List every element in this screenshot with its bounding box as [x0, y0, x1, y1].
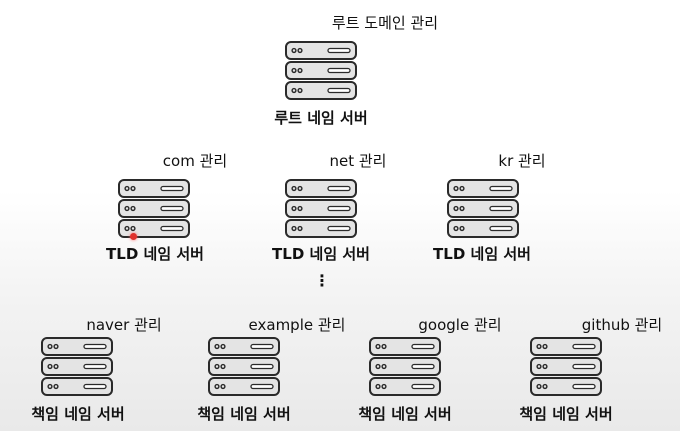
tld-domain-label-kr: kr 관리 [498, 152, 546, 170]
vertical-ellipsis: ⋮ [314, 271, 330, 290]
mouse-cursor-marker [130, 233, 137, 240]
auth-server-label-example: 책임 네임 서버 [197, 405, 291, 423]
tld-server-label-kr: TLD 네임 서버 [433, 245, 531, 263]
tld-server-icon-kr [446, 178, 520, 240]
auth-server-label-github: 책임 네임 서버 [519, 405, 613, 423]
root-server-icon [284, 40, 358, 102]
tld-server-label-net: TLD 네임 서버 [272, 245, 370, 263]
auth-server-icon-google [368, 336, 442, 398]
tld-domain-label-com: com 관리 [162, 152, 228, 170]
root-server-label: 루트 네임 서버 [274, 109, 368, 127]
tld-server-label-com: TLD 네임 서버 [106, 245, 204, 263]
auth-server-icon-github [529, 336, 603, 398]
auth-server-icon-example [207, 336, 281, 398]
tld-server-icon-net [284, 178, 358, 240]
auth-domain-label-example: example 관리 [248, 316, 346, 334]
auth-domain-label-naver: naver 관리 [86, 316, 162, 334]
auth-server-label-google: 책임 네임 서버 [358, 405, 452, 423]
auth-server-label-naver: 책임 네임 서버 [31, 405, 125, 423]
auth-server-icon-naver [40, 336, 114, 398]
auth-domain-label-google: google 관리 [418, 316, 502, 334]
tld-domain-label-net: net 관리 [329, 152, 387, 170]
auth-domain-label-github: github 관리 [581, 316, 663, 334]
tld-server-icon-com [117, 178, 191, 240]
root-domain-label: 루트 도메인 관리 [331, 14, 439, 32]
